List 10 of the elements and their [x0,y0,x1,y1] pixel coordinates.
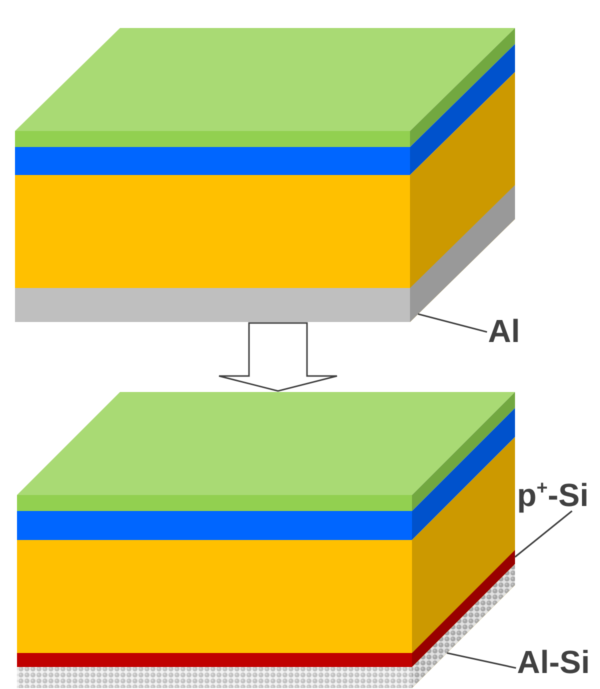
layer-label: Al-Si [517,646,590,678]
leader-line [446,652,516,669]
alloy-layer [17,564,515,688]
leader-line [418,313,488,333]
layer-label: p$^{+}$-Si [517,479,589,511]
doped-silicon-layer [17,550,515,667]
layer-stack-drawing [17,392,515,688]
layer-label: Al [488,315,520,347]
leader-line [514,510,572,558]
arrow [218,322,338,392]
